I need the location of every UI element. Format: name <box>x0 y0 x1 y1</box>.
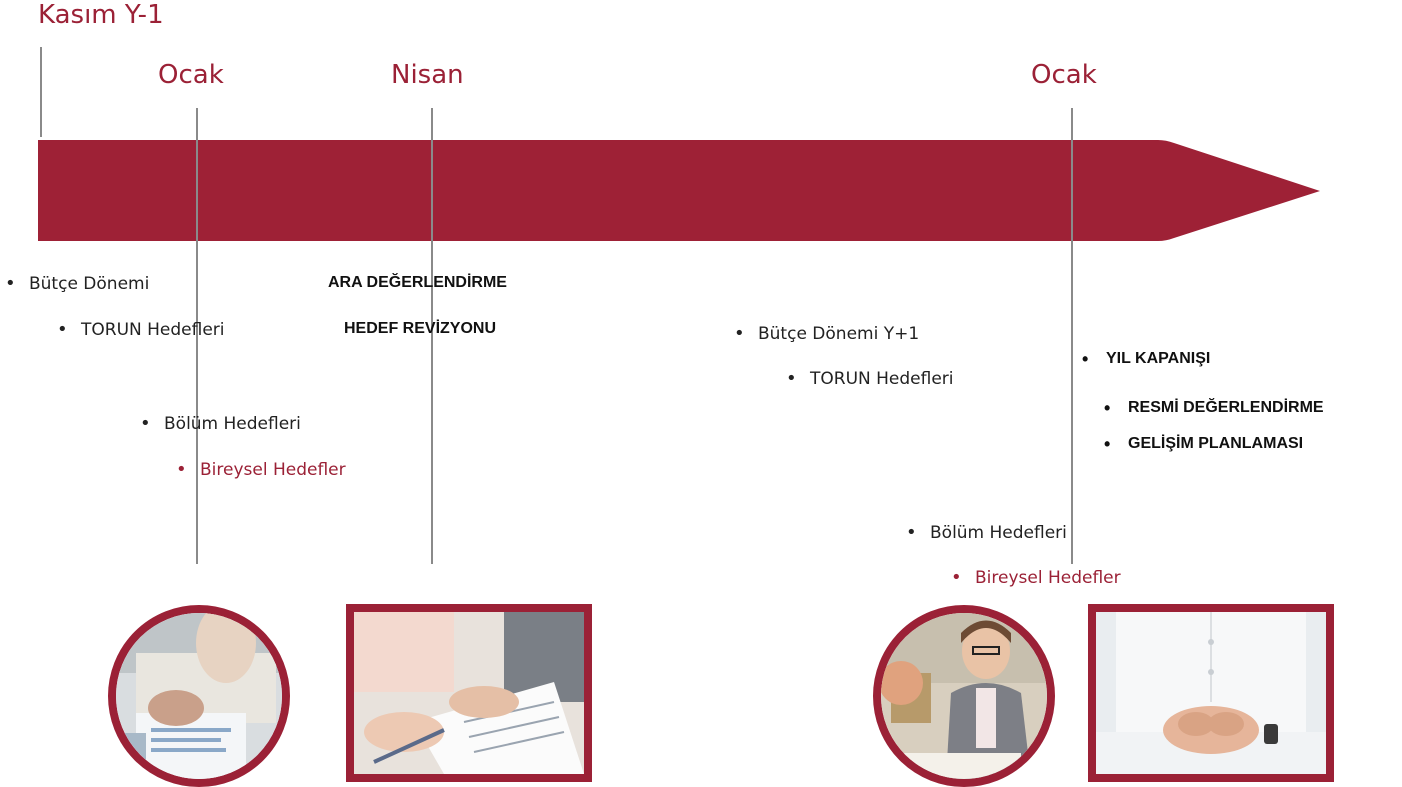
list-item-department-goals: •Bölüm Hedefleri <box>140 413 301 434</box>
year-end-title: •YIL KAPANIŞI <box>1082 349 1211 369</box>
bullet-icon: • <box>1104 434 1111 454</box>
ocak-next-marker-line <box>1071 108 1073 564</box>
list-item-individual-goals-next: •Bireysel Hedefler <box>951 567 1121 588</box>
bullet-icon: • <box>734 323 745 344</box>
document-review-photo <box>346 604 592 782</box>
month-label-nisan: Nisan <box>391 60 464 90</box>
bullet-icon: • <box>5 273 16 294</box>
bullet-icon: • <box>1104 398 1111 418</box>
bullet-icon: • <box>786 368 797 389</box>
mid-review-label: ARA DEĞERLENDİRME <box>328 274 507 291</box>
ocak-marker-line <box>196 108 198 564</box>
bullet-icon: • <box>906 522 917 543</box>
list-item-budget-period-next: •Bütçe Dönemi Y+1 <box>734 323 920 344</box>
bullet-icon: • <box>1082 349 1089 369</box>
start-marker-line <box>40 47 42 137</box>
start-label: Kasım Y-1 <box>38 0 164 30</box>
month-label-ocak-next: Ocak <box>1031 60 1097 90</box>
list-item-torun-goals: •TORUN Hedefleri <box>57 319 225 340</box>
bullet-icon: • <box>140 413 151 434</box>
goal-revision-label: HEDEF REVİZYONU <box>344 320 497 337</box>
clasped-hands-photo <box>1088 604 1334 782</box>
list-item-department-goals-next: •Bölüm Hedefleri <box>906 522 1067 543</box>
list-item-individual-goals: •Bireysel Hedefler <box>176 459 346 480</box>
nisan-marker-line <box>431 108 433 564</box>
bullet-icon: • <box>951 567 962 588</box>
bullet-icon: • <box>176 459 187 480</box>
list-item-budget-period: •Bütçe Dönemi <box>5 273 150 294</box>
meeting-photo-illustration <box>116 613 282 779</box>
month-label-ocak: Ocak <box>158 60 224 90</box>
document-review-illustration <box>354 612 584 774</box>
smiling-manager-illustration <box>881 613 1047 779</box>
smiling-manager-photo <box>873 605 1055 787</box>
list-item-torun-goals-next: •TORUN Hedefleri <box>786 368 954 389</box>
formal-review-item: •RESMİ DEĞERLENDİRME <box>1104 398 1324 418</box>
timeline-arrow <box>38 140 1320 241</box>
meeting-photo <box>108 605 290 787</box>
development-planning-item: •GELİŞİM PLANLAMASI <box>1104 434 1304 454</box>
clasped-hands-illustration <box>1096 612 1326 774</box>
bullet-icon: • <box>57 319 68 340</box>
